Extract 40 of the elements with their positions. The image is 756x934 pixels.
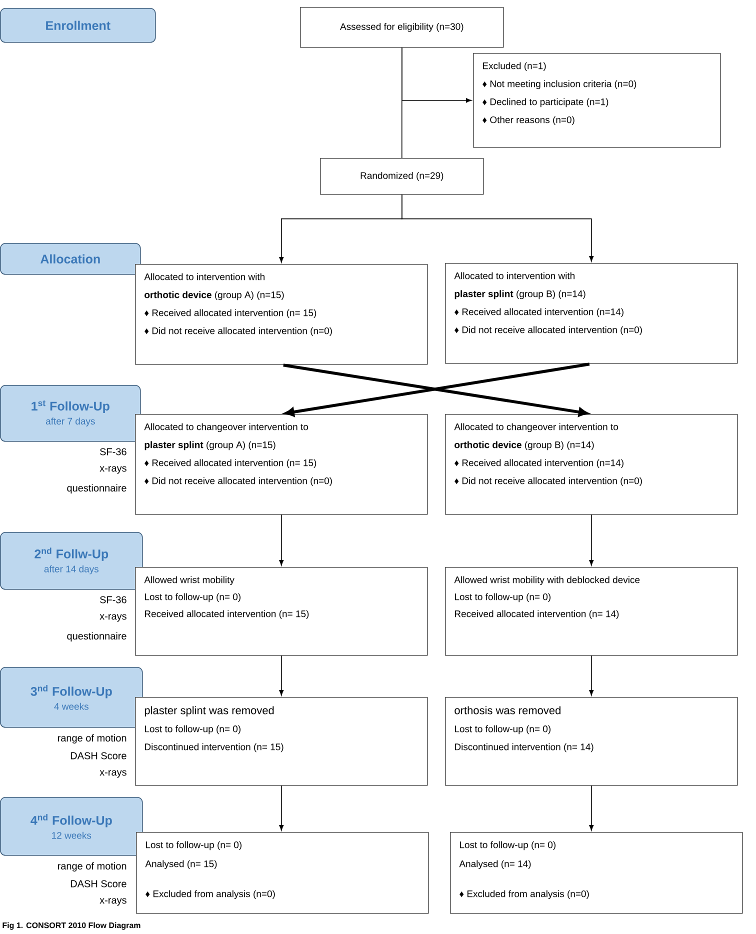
process-box: Allowed wrist mobility Lost to follow-up (n= 0) Received allocated intervention (n= 15)	[135, 567, 428, 656]
process-box: Lost to follow-up (n= 0) Analysed (n= 15) ♦ Excluded from analysis (n=0)	[136, 832, 429, 914]
stage-label: Enrollment	[0, 8, 156, 43]
process-box: Excluded (n=1) ♦ Not meeting inclusion criteria (n=0) ♦ Declined to participate (n=1) ♦ Other reasons (n=0)	[473, 53, 721, 148]
figure-caption: Fig 1. CONSORT 2010 Flow Diagram	[2, 922, 140, 930]
arrow	[402, 47, 472, 103]
arrow	[589, 655, 594, 696]
stage-label: 4$^{nd}$ Follow-Up 12 weeks	[0, 797, 143, 856]
process-box: Allocated to intervention with orthotic device (group A) (n=15) ♦ Received allocated intervention (n= 15) ♦ Did not receive allocated intervention (n=0)	[135, 264, 428, 365]
assessment-label: SF-36	[100, 596, 126, 604]
process-box: Allocated to changeover intervention to orthotic device (group B) (n=14) ♦ Received allocated intervention (n=14) ♦ Did not receive allocated intervention (n=0)	[445, 414, 738, 515]
assessment-label: x-rays	[100, 770, 126, 778]
assessment-label: x-rays	[100, 466, 126, 474]
stage-label: 1$^{st}$ Follow-Up after 7 days	[0, 385, 141, 442]
process-box: orthosis was removed Lost to follow-up (n= 0) Discontinued intervention (n= 14)	[445, 697, 738, 786]
stage-label: 3$^{nd}$ Follow-Up 4 weeks	[0, 667, 143, 728]
process-box: Assessed for eligibility (n=30)	[300, 7, 504, 48]
process-box: Randomized (n=29)	[320, 158, 484, 195]
assessment-label: SF-36	[100, 448, 126, 456]
arrow	[402, 194, 594, 262]
assessment-label: x-rays	[100, 614, 126, 622]
arrow	[279, 514, 284, 566]
assessment-label: x-rays	[100, 898, 126, 906]
stage-label: 2$^{nd}$ Follw-Up after 14 days	[0, 532, 143, 590]
process-box: Allocated to intervention with plaster splint (group B) (n=14) ♦ Received allocated intervention (n=14) ♦ Did not receive allocated intervention (n=0)	[445, 263, 738, 364]
assessment-label: range of motion	[58, 862, 126, 872]
arrow	[279, 785, 284, 831]
assessment-label: questionnaire	[67, 484, 126, 494]
process-box: Lost to follow-up (n= 0) Analysed (n= 14) ♦ Excluded from analysis (n=0)	[450, 832, 743, 914]
arrow	[589, 514, 594, 566]
stage-label: Allocation	[0, 243, 141, 275]
assessment-label: DASH Score	[70, 752, 126, 760]
arrow	[589, 785, 594, 831]
process-box: Allocated to changeover intervention to plaster splint (group A) (n=15) ♦ Received allocated intervention (n= 15) ♦ Did not receive allocated intervention (n=0)	[135, 414, 428, 515]
assessment-label: range of motion	[58, 734, 126, 744]
process-box: plaster splint was removed Lost to follow-up (n= 0) Discontinued intervention (n= 15)	[135, 697, 428, 786]
process-box: Allowed wrist mobility with deblocked device Lost to follow-up (n= 0) Received allocated intervention (n= 14)	[445, 567, 738, 656]
assessment-label: DASH Score	[70, 880, 126, 888]
assessment-label: questionnaire	[67, 632, 126, 642]
arrow	[279, 655, 284, 696]
